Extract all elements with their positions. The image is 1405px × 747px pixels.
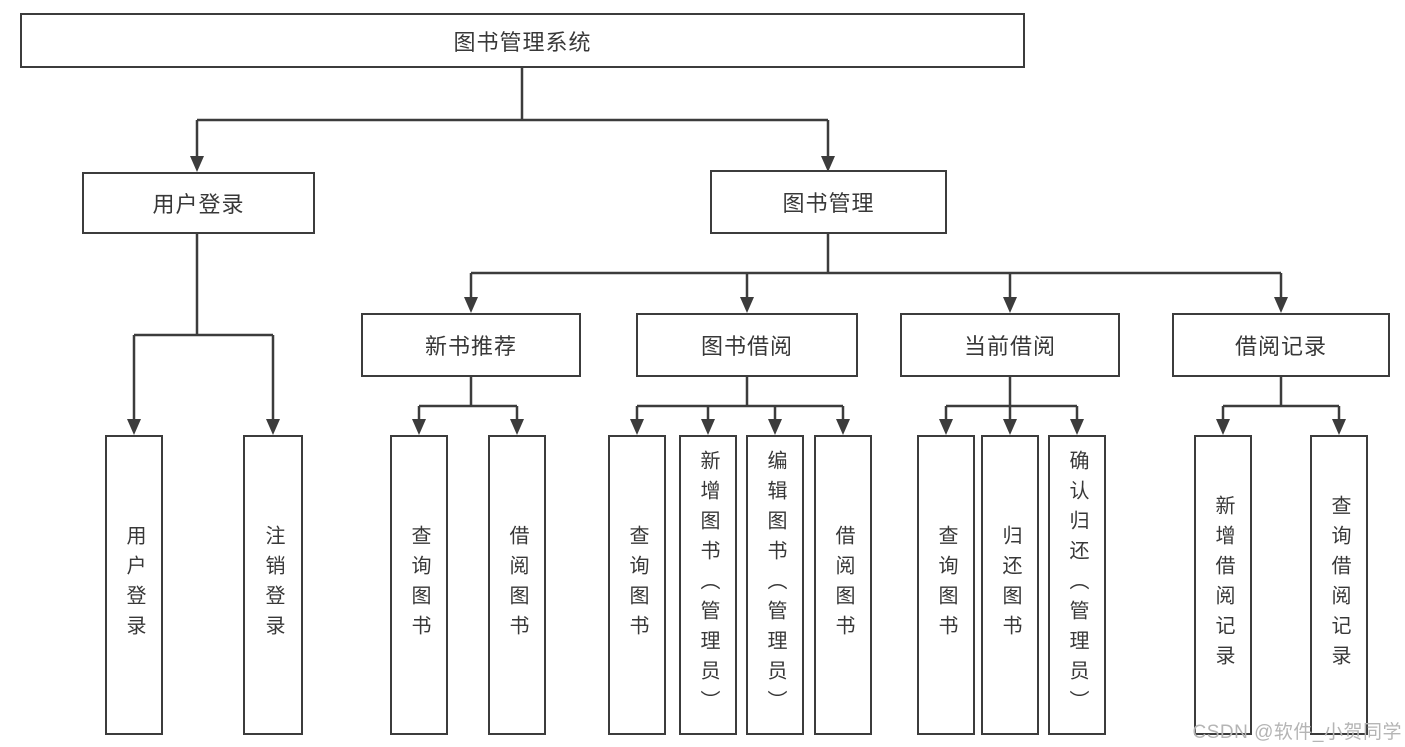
node-leaf-query-books-borrowing: 查询图书	[608, 435, 666, 735]
watermark: CSDN @软件_小贺同学	[1192, 722, 1402, 743]
node-leaf-confirm-return-admin: 确认归还（管理员）	[1048, 435, 1106, 735]
node-leaf-borrow-books-recommend: 借阅图书	[488, 435, 546, 735]
node-system-root: 图书管理系统	[20, 13, 1025, 68]
node-label: 新增图书（管理员）	[697, 450, 719, 720]
node-label: 注销登录	[262, 525, 284, 645]
node-label: 图书借阅	[700, 334, 793, 359]
node-label: 图书管理	[782, 191, 875, 216]
node-leaf-return-books: 归还图书	[981, 435, 1039, 735]
node-book-borrowing: 图书借阅	[636, 313, 858, 377]
node-leaf-query-borrow-record: 查询借阅记录	[1310, 435, 1368, 735]
node-label: 当前借阅	[963, 334, 1056, 359]
node-label: 查询图书	[626, 525, 648, 645]
edge-lines	[132, 68, 1341, 423]
node-label: 编辑图书（管理员）	[764, 450, 786, 720]
node-leaf-add-books-admin: 新增图书（管理员）	[679, 435, 737, 735]
node-leaf-borrow-books: 借阅图书	[814, 435, 872, 735]
node-label: 归还图书	[999, 525, 1021, 645]
node-new-book-recommend: 新书推荐	[361, 313, 581, 377]
node-current-borrowing: 当前借阅	[900, 313, 1120, 377]
node-leaf-user-login: 用户登录	[105, 435, 163, 735]
node-label: 新书推荐	[424, 334, 517, 359]
node-label: 查询图书	[935, 525, 957, 645]
node-label: 确认归还（管理员）	[1066, 450, 1088, 720]
node-label: 用户登录	[152, 192, 245, 217]
node-label: 新增借阅记录	[1212, 495, 1234, 675]
node-label: 借阅图书	[506, 525, 528, 645]
node-label: 查询图书	[408, 525, 430, 645]
node-label: 查询借阅记录	[1328, 495, 1350, 675]
node-leaf-add-borrow-record: 新增借阅记录	[1194, 435, 1252, 735]
node-leaf-logout: 注销登录	[243, 435, 303, 735]
node-label: 借阅记录	[1234, 334, 1327, 359]
node-leaf-edit-books-admin: 编辑图书（管理员）	[746, 435, 804, 735]
node-label: 图书管理系统	[453, 29, 592, 55]
node-user-login: 用户登录	[82, 172, 315, 234]
node-label: 借阅图书	[832, 525, 854, 645]
node-book-management: 图书管理	[710, 170, 947, 234]
node-leaf-query-books-current: 查询图书	[917, 435, 975, 735]
node-borrowing-records: 借阅记录	[1172, 313, 1390, 377]
node-label: 用户登录	[123, 525, 145, 645]
arrowhead-icons	[127, 156, 1346, 435]
node-leaf-query-books-recommend: 查询图书	[390, 435, 448, 735]
